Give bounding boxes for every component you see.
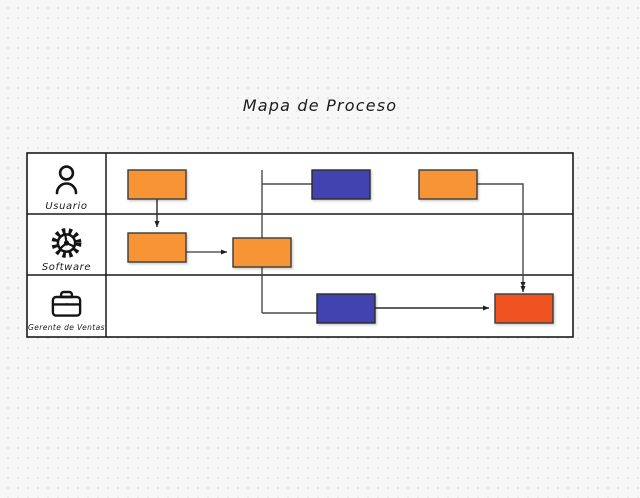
node-n2[interactable] xyxy=(311,169,371,200)
node-n7[interactable] xyxy=(494,293,554,324)
connector-n3-to-n7 xyxy=(477,183,526,289)
briefcase-icon xyxy=(51,290,82,317)
lane-label-gerente-de-ventas: Gerente de Ventas xyxy=(28,323,105,332)
lane-label-software: Software xyxy=(41,262,92,273)
diagram-title: Mapa de Proceso xyxy=(242,96,398,115)
lane-label-usuario: Usuario xyxy=(45,201,88,212)
gear-icon xyxy=(51,228,82,258)
node-n5[interactable] xyxy=(232,237,292,268)
node-n1[interactable] xyxy=(127,169,187,200)
swimlane-outer-border xyxy=(26,152,574,338)
node-layer xyxy=(127,169,554,324)
node-n4[interactable] xyxy=(127,232,187,263)
node-n6[interactable] xyxy=(316,293,376,324)
node-n3[interactable] xyxy=(418,169,478,200)
person-icon xyxy=(55,165,78,195)
swimlane-frame xyxy=(26,152,574,338)
